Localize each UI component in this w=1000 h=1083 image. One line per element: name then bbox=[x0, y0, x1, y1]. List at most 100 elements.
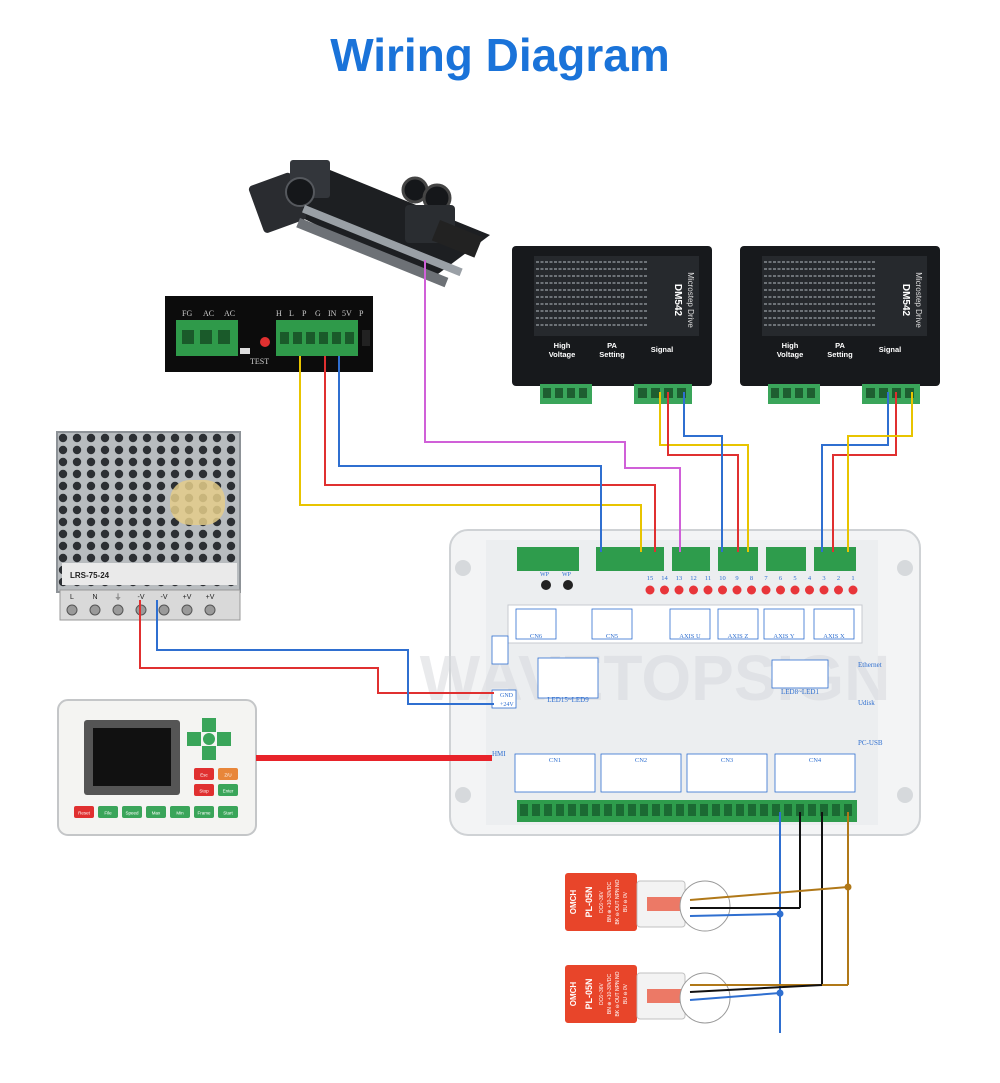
svg-text:Voltage: Voltage bbox=[777, 350, 804, 359]
status-led bbox=[645, 585, 655, 595]
sensor-brand: OMCH bbox=[569, 890, 578, 915]
status-led bbox=[761, 585, 771, 595]
wire-yellow-strip bbox=[299, 356, 642, 552]
driver-section-label: Signal bbox=[651, 345, 674, 354]
status-led bbox=[674, 585, 684, 595]
mid-group-right: LED8~LED1 bbox=[781, 688, 820, 696]
psu-terminal-label: -V bbox=[138, 594, 145, 601]
sensor-model: PL-05N bbox=[584, 886, 594, 917]
driver-brand: Microstep Drive bbox=[686, 272, 695, 328]
terminal-number: 2 bbox=[837, 575, 840, 582]
strip-label-5v: 5V bbox=[342, 309, 352, 318]
rotary-attachment bbox=[248, 160, 490, 288]
status-led bbox=[747, 585, 756, 595]
psu-terminal-label: L bbox=[70, 594, 74, 601]
bottom-group-label: CN2 bbox=[635, 757, 647, 764]
terminal-number: 1 bbox=[851, 575, 854, 582]
mid-group-left: LED15~LED9 bbox=[547, 696, 589, 704]
page-title: Wiring Diagram bbox=[330, 29, 670, 81]
svg-text:Max: Max bbox=[152, 811, 161, 816]
wire-blue-psu bbox=[156, 600, 494, 705]
terminal-number: 12 bbox=[690, 575, 697, 582]
psu-terminal-label: N bbox=[92, 594, 97, 601]
stepper-drivers: Microstep DriveDM542HighVoltagePASetting… bbox=[512, 246, 940, 404]
driver-section-label: High bbox=[554, 341, 571, 350]
hmi-button bbox=[74, 806, 94, 818]
hmi-button bbox=[146, 806, 166, 818]
status-led bbox=[732, 585, 742, 595]
wire-magenta-rotary bbox=[424, 260, 681, 552]
driver-model: DM542 bbox=[672, 284, 683, 317]
terminal-number: 9 bbox=[735, 575, 738, 582]
status-led bbox=[689, 585, 698, 595]
sensor-spec: BU ⊖ 0V bbox=[623, 891, 629, 912]
terminal-number: 13 bbox=[676, 575, 683, 582]
svg-text:Esc: Esc bbox=[200, 773, 208, 778]
hmi-button bbox=[218, 784, 238, 796]
label-hmi: HMI bbox=[492, 750, 506, 758]
svg-text:Enter: Enter bbox=[223, 789, 234, 794]
psu-terminal-label: -V bbox=[161, 594, 168, 601]
terminal-number: 15 bbox=[647, 575, 654, 582]
strip-label-p2: P bbox=[359, 309, 364, 318]
sensor-spec: BK ⊖ OUT NPN NO bbox=[615, 879, 621, 924]
status-led bbox=[848, 585, 858, 595]
hmi-button bbox=[194, 806, 214, 818]
terminal-number: 6 bbox=[779, 575, 783, 582]
top-group-label: AXIS Y bbox=[773, 633, 795, 640]
hmi-button bbox=[194, 768, 214, 780]
label-udisk: Udisk bbox=[858, 699, 875, 707]
wire-blue-strip bbox=[338, 356, 602, 552]
strip-label-h: H bbox=[276, 309, 282, 318]
bottom-group-label: CN3 bbox=[721, 757, 733, 764]
terminal-number: 14 bbox=[661, 575, 668, 582]
wp-led-2: WP bbox=[562, 572, 572, 578]
svg-text:Stop: Stop bbox=[199, 789, 209, 794]
strip-label-l: L bbox=[289, 309, 294, 318]
psu-model: LRS-75-24 bbox=[70, 571, 110, 580]
strip-label-fg: FG bbox=[182, 309, 192, 318]
driver-section-label: PA bbox=[835, 341, 845, 350]
svg-text:Speed: Speed bbox=[125, 811, 139, 816]
wires bbox=[139, 260, 913, 1033]
wire-red-driver2 bbox=[832, 392, 897, 552]
psu-terminal-label: +V bbox=[183, 594, 192, 601]
power-terminal-strip: FG AC AC H L P G IN 5V P TEST bbox=[165, 296, 373, 372]
bottom-group-label: CN1 bbox=[549, 757, 561, 764]
svg-text:Z/U: Z/U bbox=[224, 773, 231, 778]
svg-text:Setting: Setting bbox=[599, 350, 625, 359]
strip-label-p: P bbox=[302, 309, 307, 318]
sensor-brand: OMCH bbox=[569, 982, 578, 1007]
terminal-number: 11 bbox=[705, 575, 711, 582]
terminal-number: 5 bbox=[793, 575, 796, 582]
terminal-number: 10 bbox=[719, 575, 726, 582]
hmi-button bbox=[194, 784, 214, 796]
driver-section-label: High bbox=[782, 341, 799, 350]
sensor-spec: BN ⊕ +10-30VDC bbox=[607, 974, 613, 1015]
sensor-spec: BK ⊖ OUT NPN NO bbox=[615, 971, 621, 1016]
sensor-spec: BN ⊕ +10-30VDC bbox=[607, 882, 613, 923]
terminal-number: 3 bbox=[822, 575, 825, 582]
status-led bbox=[776, 585, 785, 595]
wp-led-1: WP bbox=[540, 572, 550, 578]
strip-label-in: IN bbox=[328, 309, 337, 318]
status-led bbox=[703, 585, 713, 595]
driver-model: DM542 bbox=[900, 284, 911, 317]
svg-text:Start: Start bbox=[223, 811, 233, 816]
svg-text:Setting: Setting bbox=[827, 350, 853, 359]
label-ethernet: Ethernet bbox=[858, 661, 882, 669]
psu-terminal-label: ⏚ bbox=[115, 593, 122, 601]
hmi-button bbox=[98, 806, 118, 818]
sensor-model: PL-05N bbox=[584, 978, 594, 1009]
sensor-spec: DC6~36V bbox=[599, 890, 605, 912]
hmi-button bbox=[170, 806, 190, 818]
sensor-spec: BU ⊖ 0V bbox=[623, 983, 629, 1004]
hmi-button bbox=[122, 806, 142, 818]
bottom-group-label: CN4 bbox=[809, 757, 822, 764]
svg-text:Voltage: Voltage bbox=[549, 350, 576, 359]
